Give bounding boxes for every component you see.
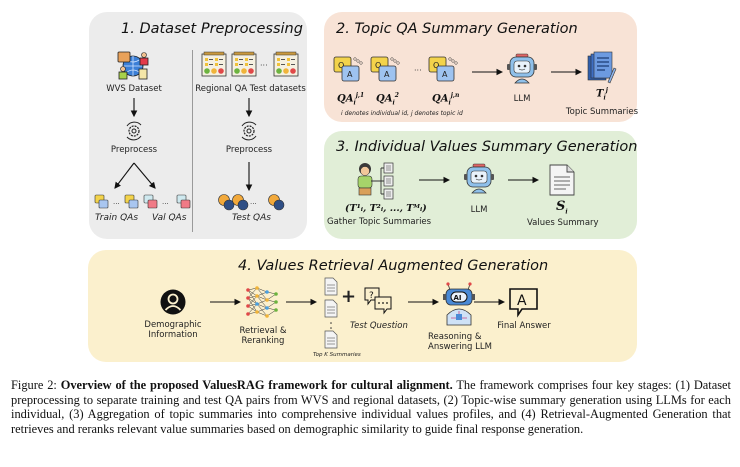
- flow-arrows: [419, 176, 540, 184]
- caption-body: The framework comprises four key stages:…: [11, 378, 731, 436]
- val-qas-label: Val QAs: [152, 213, 187, 223]
- svg-text:A: A: [347, 70, 353, 79]
- llm-label: LLM: [470, 205, 488, 215]
- llm-robot-icon: [464, 163, 494, 194]
- llm-label: LLM: [513, 94, 531, 104]
- preprocess-label-right: Preprocess: [225, 145, 273, 155]
- qa-symbol-2: QAi2: [376, 92, 399, 107]
- final-answer-icon: A: [509, 288, 538, 318]
- neural-network-icon: [246, 286, 278, 318]
- gather-topic-summaries-label: Gather Topic Summaries: [327, 217, 432, 227]
- values-summary-symbol: Si: [556, 199, 568, 216]
- panel-title: 3. Individual Values Summary Generation: [336, 139, 638, 155]
- caption-bold-title: Overview of the proposed ValuesRAG frame…: [60, 378, 453, 392]
- panel-individual-values-summary: 3. Individual Values Summary Generation …: [324, 131, 637, 239]
- wvs-dataset-icon: [117, 51, 149, 80]
- divider: [192, 50, 193, 232]
- values-summary-doc-icon: [549, 164, 575, 196]
- top-k-summaries-label: Top K Summaries: [313, 352, 361, 358]
- test-qas-label: Test QAs: [232, 213, 271, 223]
- top-k-summaries-icon: [324, 277, 338, 349]
- preprocess-gear-icon: [126, 121, 142, 141]
- test-question-icon: ?: [364, 287, 392, 315]
- final-answer-label: Final Answer: [497, 321, 551, 331]
- svg-text:···: ···: [250, 200, 257, 208]
- flow-arrows: [210, 298, 506, 306]
- topic-summaries-icon: [587, 51, 617, 84]
- qa-pair-icons: Q A ···: [333, 56, 458, 82]
- train-qa-icons: ···: [94, 194, 139, 209]
- values-summary-label: Values Summary: [527, 218, 599, 228]
- svg-text:?: ?: [369, 291, 374, 301]
- plus-sign: +: [341, 286, 357, 307]
- svg-text:···: ···: [162, 200, 169, 208]
- flow-arrows: [472, 68, 583, 76]
- retrieval-reranking-label: Retrieval &Reranking: [239, 326, 287, 346]
- qa-symbol-n: QAij,n: [432, 92, 460, 107]
- qa-symbol-1: QAij,1: [337, 92, 365, 107]
- preprocess-label-left: Preprocess: [110, 145, 158, 155]
- reasoning-llm-label: Reasoning &Answering LLM: [428, 332, 492, 352]
- reasoning-llm-robot-icon: AI: [443, 282, 475, 326]
- ai-glyph: AI: [454, 294, 462, 302]
- preprocess-gear-icon: [241, 121, 257, 141]
- svg-text:Q: Q: [338, 61, 344, 70]
- train-qas-label: Train QAs: [95, 213, 139, 223]
- svg-text:···: ···: [113, 200, 120, 208]
- topic-summaries-label: Topic Summaries: [565, 107, 639, 117]
- notation-note: i denotes individual id, j denotes topic…: [341, 110, 463, 117]
- test-question-label: Test Question: [350, 321, 408, 331]
- val-qa-icons: ···: [143, 194, 191, 209]
- figure-caption: Figure 2: Overview of the proposed Value…: [11, 378, 731, 436]
- llm-robot-icon: [507, 53, 537, 84]
- regional-datasets-icon: ···: [201, 51, 299, 77]
- answer-glyph: A: [517, 293, 527, 309]
- regional-datasets-label: Regional QA Test datasets: [195, 84, 306, 94]
- panel-title: 1. Dataset Preprocessing: [121, 21, 303, 37]
- user-profile-icon: [160, 289, 186, 315]
- topic-summary-symbol: Tij: [596, 87, 608, 102]
- panel-topic-qa-summary: 2. Topic QA Summary Generation Q A ··· Q…: [324, 12, 638, 122]
- ellipsis: ···: [414, 66, 422, 75]
- panel-dataset-preprocessing: 1. Dataset Preprocessing WVS Dataset ···…: [89, 12, 307, 239]
- panel-values-rag: 4. Values Retrieval Augmented Generation…: [88, 250, 637, 362]
- caption-prefix: Figure 2:: [11, 378, 61, 392]
- test-qa-icons: ···: [218, 194, 285, 211]
- panel-title: 4. Values Retrieval Augmented Generation: [238, 258, 549, 274]
- topic-summaries-set-symbol: (T¹ᵢ, T²ᵢ, ..., Tᴹᵢ): [345, 203, 427, 214]
- person-gathering-icon: [357, 162, 394, 200]
- panel-title: 2. Topic QA Summary Generation: [336, 21, 578, 37]
- wvs-dataset-label: WVS Dataset: [106, 84, 162, 94]
- flow-arrows: [114, 98, 253, 192]
- svg-text:···: ···: [260, 61, 268, 70]
